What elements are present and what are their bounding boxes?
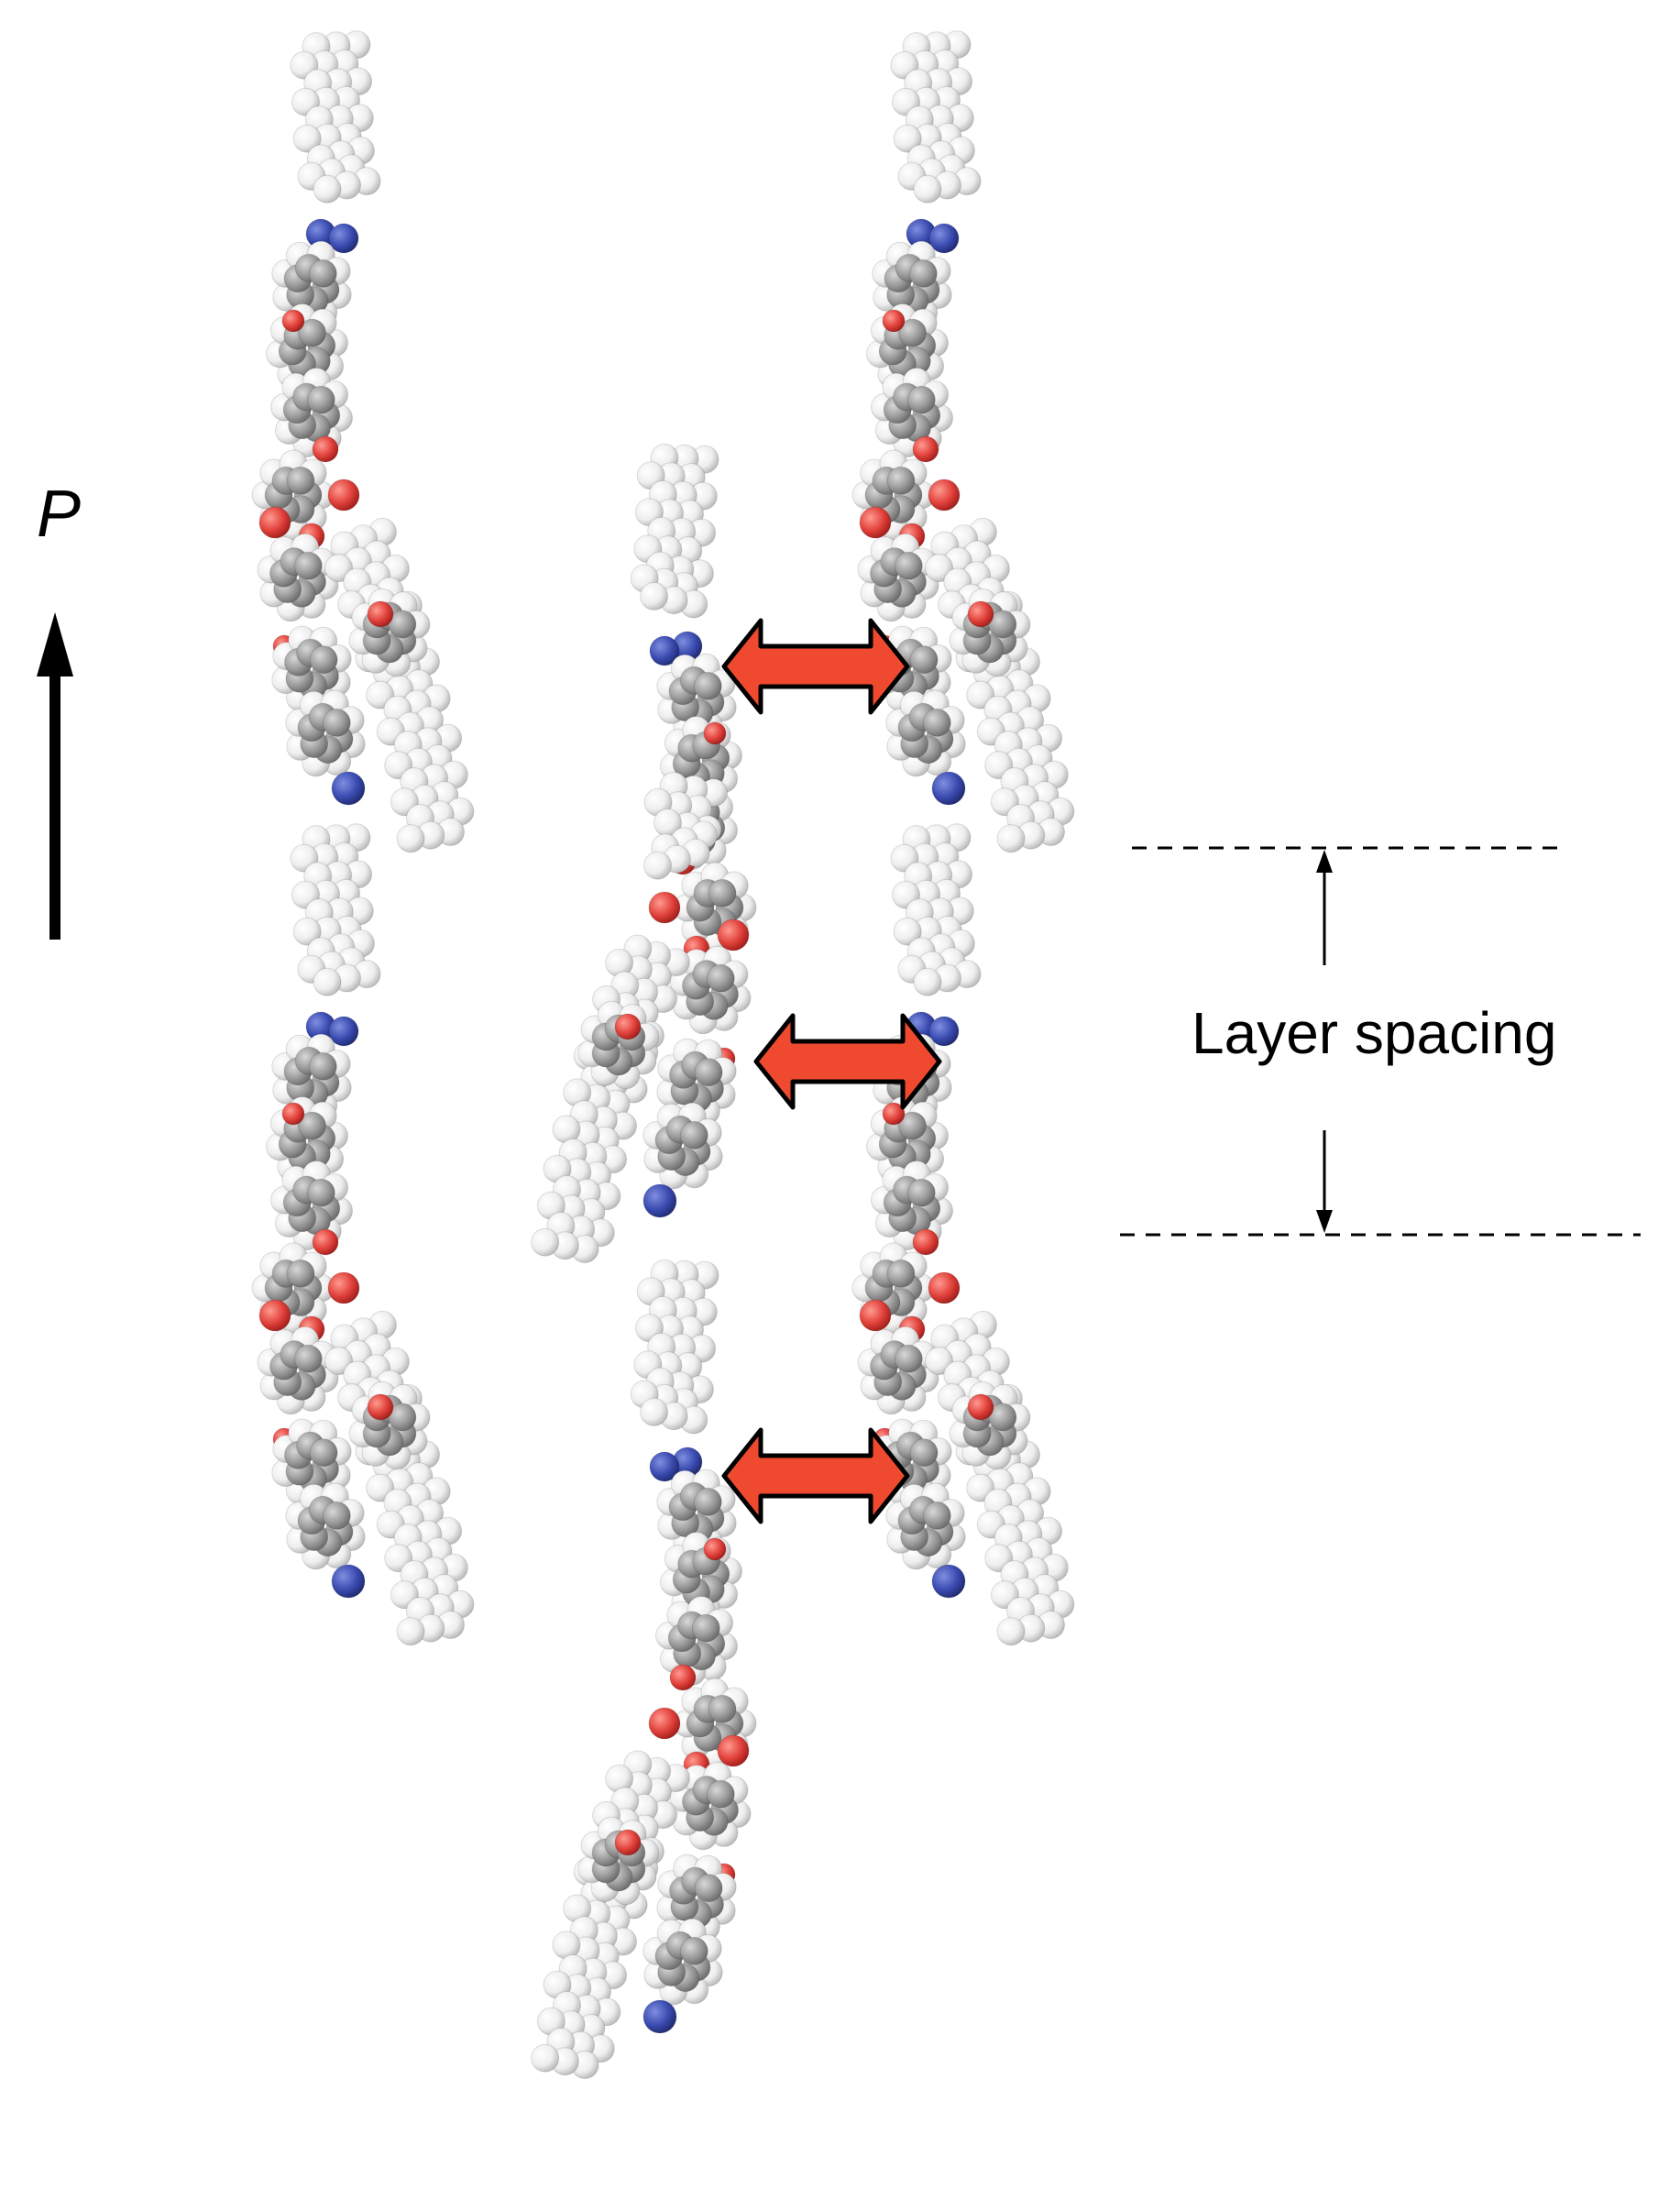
annotation-layer [37,612,1641,1524]
molecule-right-upper [851,30,1075,853]
molecule-middle-top [531,443,757,1263]
polarization-label: P [37,478,82,551]
layer-spacing-arrowhead-up [1316,850,1333,873]
interaction-arrow-lower [721,1427,910,1524]
molecule-middle-bottom [531,1259,757,2079]
molecule-left-lower [251,823,475,1646]
molecule-right-lower [851,823,1075,1646]
layer-spacing-label: Layer spacing [1191,1000,1557,1066]
polarization-arrow-head [37,612,73,676]
molecule-left-upper [251,30,475,853]
molecule-layer [251,30,1075,2079]
interaction-arrow-upper [721,618,910,715]
interaction-arrow-middle [753,1013,942,1110]
layer-spacing-arrowhead-down [1316,1210,1333,1233]
molecule-middle-center [643,772,729,880]
